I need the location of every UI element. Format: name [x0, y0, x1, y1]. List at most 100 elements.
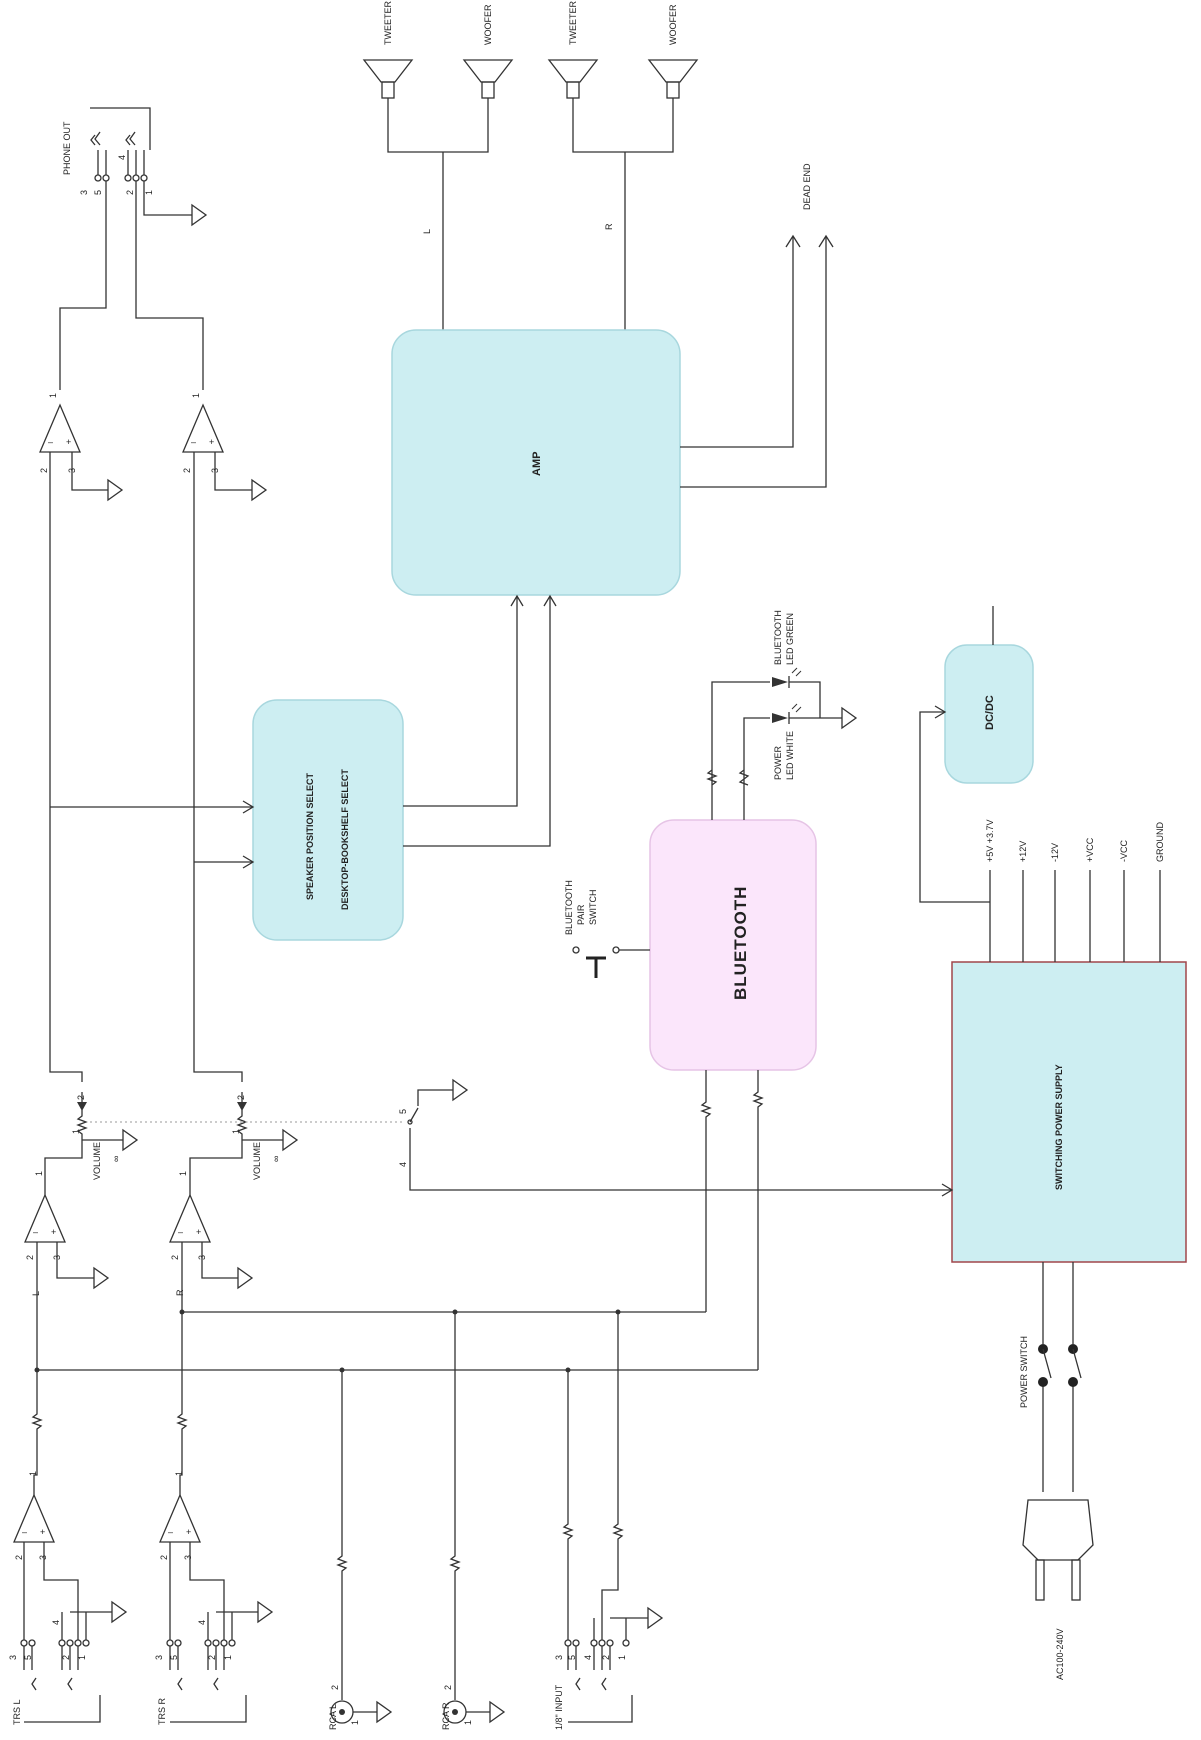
trs-left-label: TRS L — [12, 1699, 22, 1725]
ac-plug-icon — [1022, 1499, 1094, 1601]
vol-right-pin-2: 2 — [236, 1095, 246, 1100]
phone-out-ground-icon — [191, 203, 208, 227]
led-green-label-2: LED GREEN — [785, 613, 795, 665]
bt-pair-label-1: BLUETOOTH — [564, 880, 574, 935]
rca-left-wiring — [336, 1370, 348, 1700]
opamp-mid-left-pin-3: 3 — [52, 1255, 62, 1260]
led-green-icon — [772, 667, 802, 688]
volume-pot-left-icon[interactable] — [76, 1092, 139, 1152]
speaker-left-woofer — [462, 59, 514, 99]
led-white-icon — [772, 703, 802, 724]
opamp-out-right-pin-3: 3 — [210, 468, 220, 473]
opamp-mid-left-out — [44, 1140, 83, 1195]
right-channel-label: R — [604, 223, 614, 230]
opamp-in-right-pin-3: 3 — [183, 1555, 193, 1560]
trs-right-pin-4: 4 — [197, 1620, 207, 1625]
opamp-out-left-pin-2: 2 — [39, 468, 49, 473]
bt-pair-label-3: SWITCH — [588, 890, 598, 926]
psu-to-dcdc-arrow — [934, 705, 947, 719]
svg-text:+: + — [186, 1527, 191, 1537]
bt-pair-switch-icon[interactable] — [572, 946, 620, 978]
vol-left-pin-1: 1 — [71, 1129, 81, 1134]
select-to-amp-arrow-2 — [543, 594, 557, 607]
trs-right-jack-icon — [166, 1639, 247, 1723]
eighth-input-ground-wiring — [593, 1606, 664, 1640]
psu-block — [951, 961, 1187, 1263]
opamp-out-right-pin-1: 1 — [191, 393, 201, 398]
opamp-out-left-icon: –+ — [39, 403, 81, 453]
left-input-bus — [36, 1242, 758, 1371]
led-white-label-1: POWER — [773, 745, 783, 780]
pot-power-switch-icon[interactable] — [407, 1078, 469, 1125]
trs-left-pin-5: 5 — [23, 1655, 33, 1660]
trs-left-pin-3: 3 — [8, 1655, 18, 1660]
bt-out-right-wire — [752, 1070, 764, 1370]
volume-pot-right-icon[interactable] — [236, 1092, 299, 1152]
trs-left-jack-icon — [20, 1639, 101, 1723]
opamp-mid-right-ground — [201, 1242, 254, 1290]
speaker-select-block — [252, 699, 404, 941]
trs-left-resistor — [31, 1370, 43, 1495]
rca-left-label: RCA L — [328, 1704, 338, 1730]
dcdc-label: DC/DC — [984, 695, 996, 730]
phone-out-left-wire — [59, 181, 107, 390]
phone-out-right-wire — [135, 181, 204, 390]
svg-text:+: + — [51, 1227, 56, 1237]
right-input-bus — [181, 1242, 706, 1313]
svg-text:+: + — [209, 437, 214, 447]
amp-block — [391, 329, 681, 596]
right-signal-bus — [193, 452, 243, 1082]
vol-right-pin-inf: ∞ — [271, 1156, 281, 1162]
bt-out-left-wire — [700, 1070, 712, 1312]
opamp-mid-right-pin-2: 2 — [170, 1255, 180, 1260]
rail-label-6: GROUND — [1155, 822, 1165, 862]
left-signal-bus — [49, 452, 83, 1082]
rca-left-pin-1: 1 — [350, 1720, 360, 1725]
led-white-label-2: LED WHITE — [785, 731, 795, 780]
opamp-out-right-ground — [214, 452, 268, 502]
amp-label: AMP — [531, 452, 543, 476]
left-to-select-arrow — [242, 800, 255, 814]
speaker-select-label-1: SPEAKER POSITION SELECT — [305, 772, 315, 900]
rail-label-1: +5V +3.7V — [985, 819, 995, 862]
speaker-label-2: WOOFER — [483, 4, 493, 45]
right-speaker-wires — [572, 98, 674, 330]
opamp-mid-left-pin-1: 1 — [34, 1171, 44, 1176]
mid-left-channel-label: L — [31, 1291, 41, 1296]
opamp-out-left-pin-1: 1 — [48, 393, 58, 398]
opamp-in-right-pin-2: 2 — [159, 1555, 169, 1560]
eighth-pin-2: 2 — [601, 1655, 611, 1660]
phone-out-pin-2: 2 — [125, 190, 135, 195]
right-to-select-arrow — [242, 855, 255, 869]
trs-left-wiring — [23, 1542, 128, 1640]
vol-left-pin-inf: ∞ — [111, 1156, 121, 1162]
dead-end-wire-2 — [680, 237, 827, 488]
left-speaker-wires — [387, 98, 489, 330]
svg-text:–: – — [48, 437, 53, 447]
opamp-mid-left-ground — [56, 1242, 110, 1290]
svg-text:–: – — [191, 437, 196, 447]
phone-out-ground-wire — [143, 181, 192, 216]
bt-led-white-wire — [738, 717, 770, 820]
eighth-pin-3: 3 — [554, 1655, 564, 1660]
eighth-pin-5: 5 — [567, 1655, 577, 1660]
speaker-right-tweeter — [547, 59, 599, 99]
trs-right-pin-5: 5 — [169, 1655, 179, 1660]
rca-left-jack-icon — [330, 1700, 393, 1724]
select-to-amp-wire-2 — [403, 596, 551, 847]
select-to-amp-wire-1 — [403, 596, 518, 807]
opamp-out-left-ground — [71, 452, 124, 502]
power-switch-icon[interactable] — [1038, 1344, 1082, 1387]
trs-right-wiring — [169, 1542, 274, 1640]
trs-right-pin-2: 2 — [207, 1655, 217, 1660]
rca-right-jack-icon — [443, 1700, 506, 1724]
trs-right-resistor — [176, 1312, 188, 1495]
opamp-mid-right-pin-3: 3 — [197, 1255, 207, 1260]
psu-rails-wires — [989, 870, 1161, 962]
pot-switch-pin-5: 5 — [398, 1109, 408, 1114]
rail-label-3: -12V — [1050, 843, 1060, 862]
rail-label-2: +12V — [1018, 841, 1028, 862]
ac-input-label: AC100-240V — [1055, 1628, 1065, 1680]
speaker-label-1: TWEETER — [383, 1, 393, 45]
opamp-in-right-icon: –+ — [159, 1493, 201, 1543]
